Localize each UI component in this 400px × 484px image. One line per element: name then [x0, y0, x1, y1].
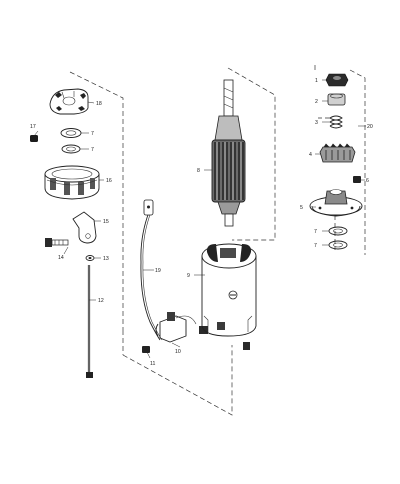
brush-end-plate [49, 88, 89, 115]
callout-labels: 1 2 3 4 5 6 7 7 7 7 8 9 10 11 12 13 14 1… [30, 78, 373, 367]
callout-12: 12 [98, 298, 104, 304]
callout-14: 14 [58, 255, 64, 261]
callout-4: 4 [309, 152, 312, 158]
end-cap-nut [353, 176, 361, 183]
armature [211, 79, 246, 227]
callout-9: 9 [187, 273, 190, 279]
callout-20: 20 [367, 124, 373, 130]
callout-15: 15 [103, 219, 109, 225]
collar [327, 93, 346, 106]
wire-nut [142, 346, 150, 353]
brush-lead-wire [140, 199, 163, 341]
callout-1: 1 [315, 78, 318, 84]
washer-upper [60, 128, 82, 138]
drive-end-cap [309, 189, 363, 217]
callout-2: 2 [315, 99, 318, 105]
field-ring [44, 165, 100, 200]
callout-19: 19 [155, 268, 161, 274]
assembly-guide-lines [69, 65, 366, 416]
brush-holder [155, 312, 208, 343]
washer-right-upper [328, 226, 348, 236]
callout-18: 18 [96, 101, 102, 107]
callout-8: 8 [197, 168, 200, 174]
callout-13: 13 [103, 256, 109, 262]
callout-5: 5 [300, 205, 303, 211]
terminal-bolt [45, 238, 69, 247]
callout-6: 6 [366, 178, 369, 184]
callout-7-left-lower: 7 [91, 147, 94, 153]
through-bolt [86, 265, 93, 378]
callout-17: 17 [30, 124, 36, 130]
spring [329, 115, 343, 129]
callout-11: 11 [150, 361, 155, 367]
callout-3: 3 [315, 120, 318, 126]
field-frame-housing [201, 243, 257, 350]
small-nut [30, 135, 38, 142]
washer-lower [61, 144, 81, 154]
callout-10: 10 [175, 349, 181, 355]
drive-nut [325, 73, 349, 87]
small-washer [85, 255, 95, 261]
leader-lines [33, 79, 366, 359]
callout-7-right-lower: 7 [314, 243, 317, 249]
drive-gear [319, 143, 356, 163]
washer-right-lower [328, 240, 348, 250]
callout-16: 16 [106, 178, 112, 184]
terminal-bracket [72, 211, 97, 244]
callout-7-left-upper: 7 [91, 131, 94, 137]
callout-7-right-upper: 7 [314, 229, 317, 235]
